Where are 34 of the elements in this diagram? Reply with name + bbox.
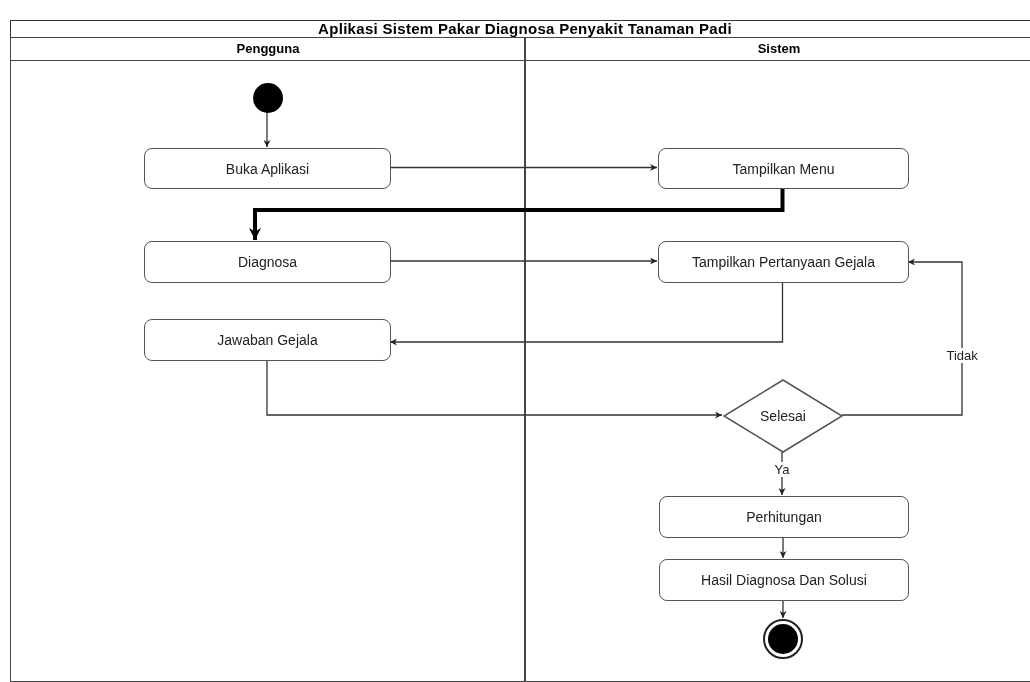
- initial-node: [253, 83, 283, 113]
- swimlane: [524, 37, 1030, 682]
- action-label: Tampilkan Menu: [731, 160, 836, 177]
- arrow: [263, 111, 271, 148]
- arrow: [779, 599, 787, 619]
- edge-label: Ya: [772, 461, 792, 477]
- arrow: [779, 536, 787, 559]
- decision-diamond: [723, 379, 843, 453]
- action-label: Tampilkan Pertanyaan Gejala: [691, 254, 876, 270]
- action-label: Hasil Diagnosa Dan Solusi: [700, 572, 868, 588]
- final-node: [763, 619, 803, 659]
- arrow: [389, 164, 658, 171]
- diagram-title: Aplikasi Sistem Pakar Diagnosa Penyakit Tanaman Padi: [10, 20, 1030, 38]
- action-box: [144, 241, 391, 283]
- edge-label: Tidak: [944, 347, 980, 363]
- arrow: [841, 258, 963, 416]
- action-label: Diagnosa: [236, 254, 299, 270]
- lane-header: Pengguna: [11, 38, 525, 61]
- action-box: [144, 148, 391, 189]
- action-label: Buka Aplikasi: [224, 160, 311, 177]
- arrow: [266, 359, 723, 419]
- arrow: [389, 257, 658, 265]
- action-label: Perhitungan: [745, 509, 823, 525]
- decision-label: Selesai: [759, 408, 807, 424]
- action-box: [658, 241, 909, 283]
- action-box: [659, 496, 909, 538]
- arrow: [249, 188, 785, 240]
- action-box: [658, 148, 909, 189]
- arrow: [389, 281, 784, 346]
- action-label: Jawaban Gejala: [216, 332, 319, 348]
- lane-header: Sistem: [525, 38, 1030, 61]
- action-box: [659, 559, 909, 601]
- swimlane: [10, 37, 526, 682]
- action-box: [144, 319, 391, 361]
